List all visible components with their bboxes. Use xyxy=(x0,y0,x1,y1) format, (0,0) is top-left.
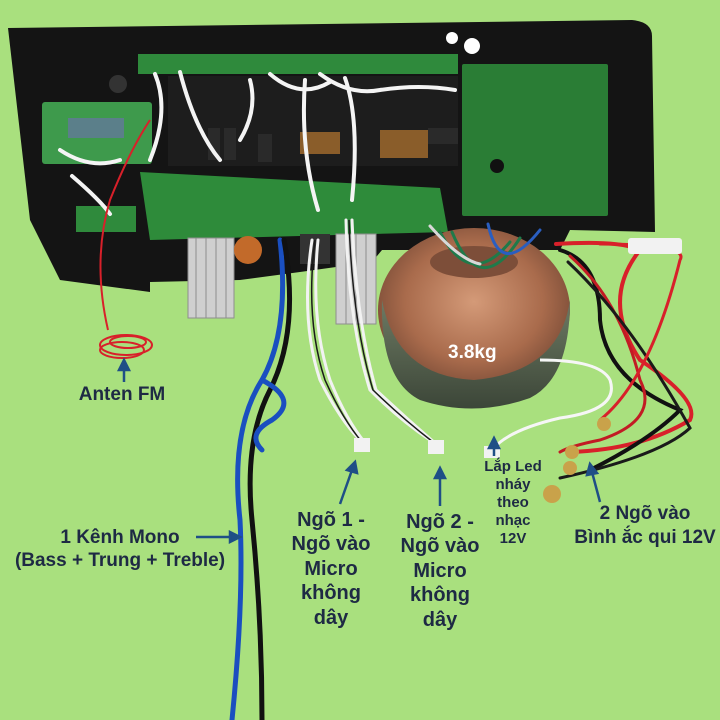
input1-line: không xyxy=(301,582,361,605)
transformer-weight-label: 3.8kg xyxy=(448,342,497,363)
arrow-mono xyxy=(196,529,243,545)
mono-cable-blue xyxy=(229,237,286,720)
wireless-mic-input1-label: Ngõ 1 - Ngõ vào Micro không dây xyxy=(272,508,390,630)
led-line: nháy xyxy=(495,476,531,493)
arrow-led xyxy=(486,435,502,456)
input1-line: Ngõ 1 - xyxy=(297,509,365,531)
arrow-ngo2 xyxy=(432,465,448,506)
fm-antenna-wire xyxy=(99,119,151,331)
fm-antenna-label: Anten FM xyxy=(78,384,166,405)
battery-input-label: 2 Ngõ vào Bình ắc qui 12V xyxy=(566,502,720,550)
mono-channel-label: 1 Kênh Mono (Bass + Trung + Treble) xyxy=(0,527,240,573)
mono-cable-black xyxy=(247,237,293,720)
input1-line: Ngõ vào xyxy=(291,533,371,556)
input2-line: Micro xyxy=(413,559,467,582)
input1-line: Micro xyxy=(304,557,358,580)
heatsink-left xyxy=(187,237,235,319)
right-module-pcb xyxy=(462,64,608,216)
led-line: theo xyxy=(497,494,529,511)
input2-line: Ngõ vào xyxy=(400,535,480,558)
led-line: nhạc xyxy=(495,512,531,529)
battery-line: 2 Ngõ vào xyxy=(599,503,691,524)
main-amplifier-pcb xyxy=(140,172,448,240)
input2-line: không xyxy=(410,584,470,607)
input1-line: dây xyxy=(313,606,349,629)
arrow-ngo1 xyxy=(338,459,359,505)
led-line: Lắp Led xyxy=(484,458,542,475)
led-wire xyxy=(490,358,613,451)
display-window xyxy=(68,118,124,138)
mono-channel-line1: 1 Kênh Mono xyxy=(60,527,180,548)
input2-line: Ngõ 2 - xyxy=(406,511,474,533)
led-line: 12V xyxy=(499,530,527,547)
input2-line: dây xyxy=(422,608,458,631)
mono-channel-line2: (Bass + Trung + Treble) xyxy=(14,549,226,571)
upper-pcb xyxy=(138,54,458,74)
led-12v-label: Lắp Led nháy theo nhạc 12V xyxy=(474,458,552,548)
arrow-anten xyxy=(116,357,132,382)
wireless-mic-input2-label: Ngõ 2 - Ngõ vào Micro không dây xyxy=(382,510,498,632)
arrow-battery xyxy=(585,461,602,503)
battery-line: Bình ắc qui 12V xyxy=(574,526,716,548)
toroidal-transformer xyxy=(378,228,570,409)
